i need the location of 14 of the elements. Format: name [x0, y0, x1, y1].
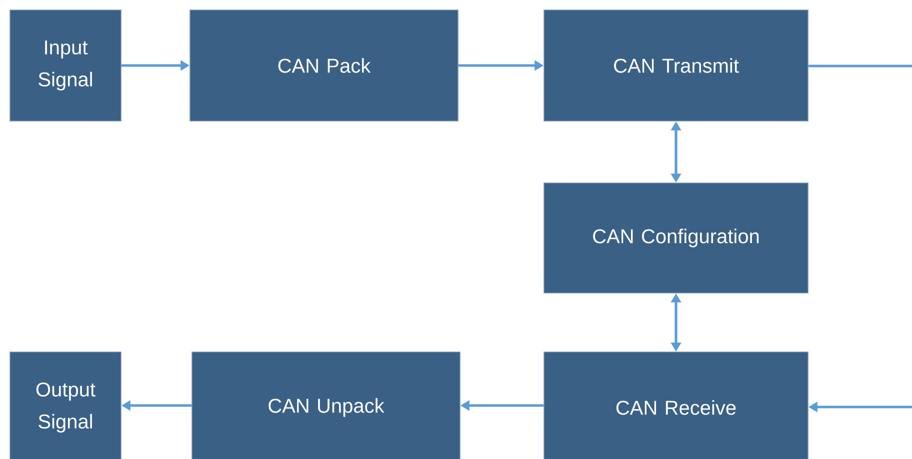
- node-label: CAN Receive: [616, 400, 736, 415]
- node-label: CAN Transmit: [614, 58, 739, 73]
- process-box: [544, 182, 808, 294]
- process-box: [544, 10, 808, 122]
- node-label: CAN Pack: [278, 58, 371, 73]
- process-box: [544, 352, 808, 459]
- process-box: [192, 352, 460, 459]
- process-box: [10, 10, 122, 122]
- process-box: [190, 10, 458, 122]
- node-label: Input Signal: [38, 40, 92, 90]
- node-label: Output Signal: [36, 382, 96, 433]
- process-box: [10, 352, 122, 459]
- node-label: CAN Unpack: [268, 398, 384, 417]
- node-label: CAN Configuration: [593, 228, 759, 248]
